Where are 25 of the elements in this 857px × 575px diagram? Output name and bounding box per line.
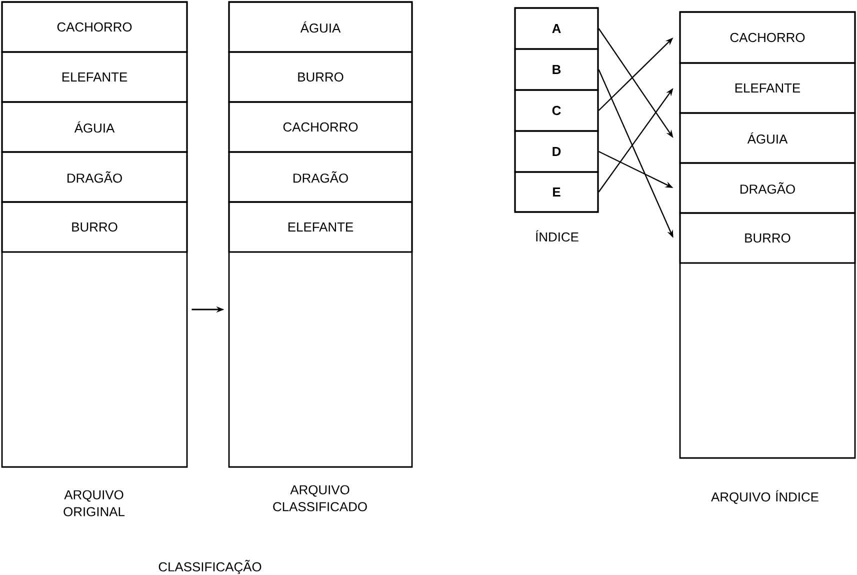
- column-caption: ARQUIVO ÍNDICE: [711, 490, 818, 504]
- record-cell: ÁGUIA: [1, 101, 188, 153]
- record-cell: ELEFANTE: [1, 51, 188, 103]
- record-cell: DRAGÃO: [228, 151, 413, 203]
- record-cell: ELEFANTE: [679, 62, 856, 114]
- record-cell: DRAGÃO: [679, 162, 856, 214]
- record-cell: CACHORRO: [679, 11, 856, 64]
- record-cell: C: [514, 89, 599, 132]
- record-cell: E: [514, 171, 599, 213]
- column-caption: ÍNDICE: [536, 230, 578, 242]
- record-cell: ÁGUIA: [228, 1, 413, 53]
- record-cell: ELEFANTE: [228, 201, 413, 253]
- record-cell: DRAGÃO: [1, 151, 188, 203]
- record-cell: D: [514, 130, 599, 173]
- record-cell: BURRO: [228, 51, 413, 103]
- record-cell: BURRO: [1, 201, 188, 253]
- record-cell: BURRO: [679, 212, 856, 264]
- column-caption: ARQUIVO CLASSIFICADO: [273, 485, 367, 512]
- record-cell: A: [514, 7, 599, 50]
- column-caption: ARQUIVO ORIGINAL: [64, 490, 125, 516]
- record-cell: ÁGUIA: [679, 112, 856, 164]
- record-cell: CACHORRO: [1, 1, 188, 53]
- caption-text: CLASSIFICAÇÃO: [158, 560, 262, 574]
- record-cell: B: [514, 48, 599, 91]
- record-cell: CACHORRO: [228, 101, 413, 153]
